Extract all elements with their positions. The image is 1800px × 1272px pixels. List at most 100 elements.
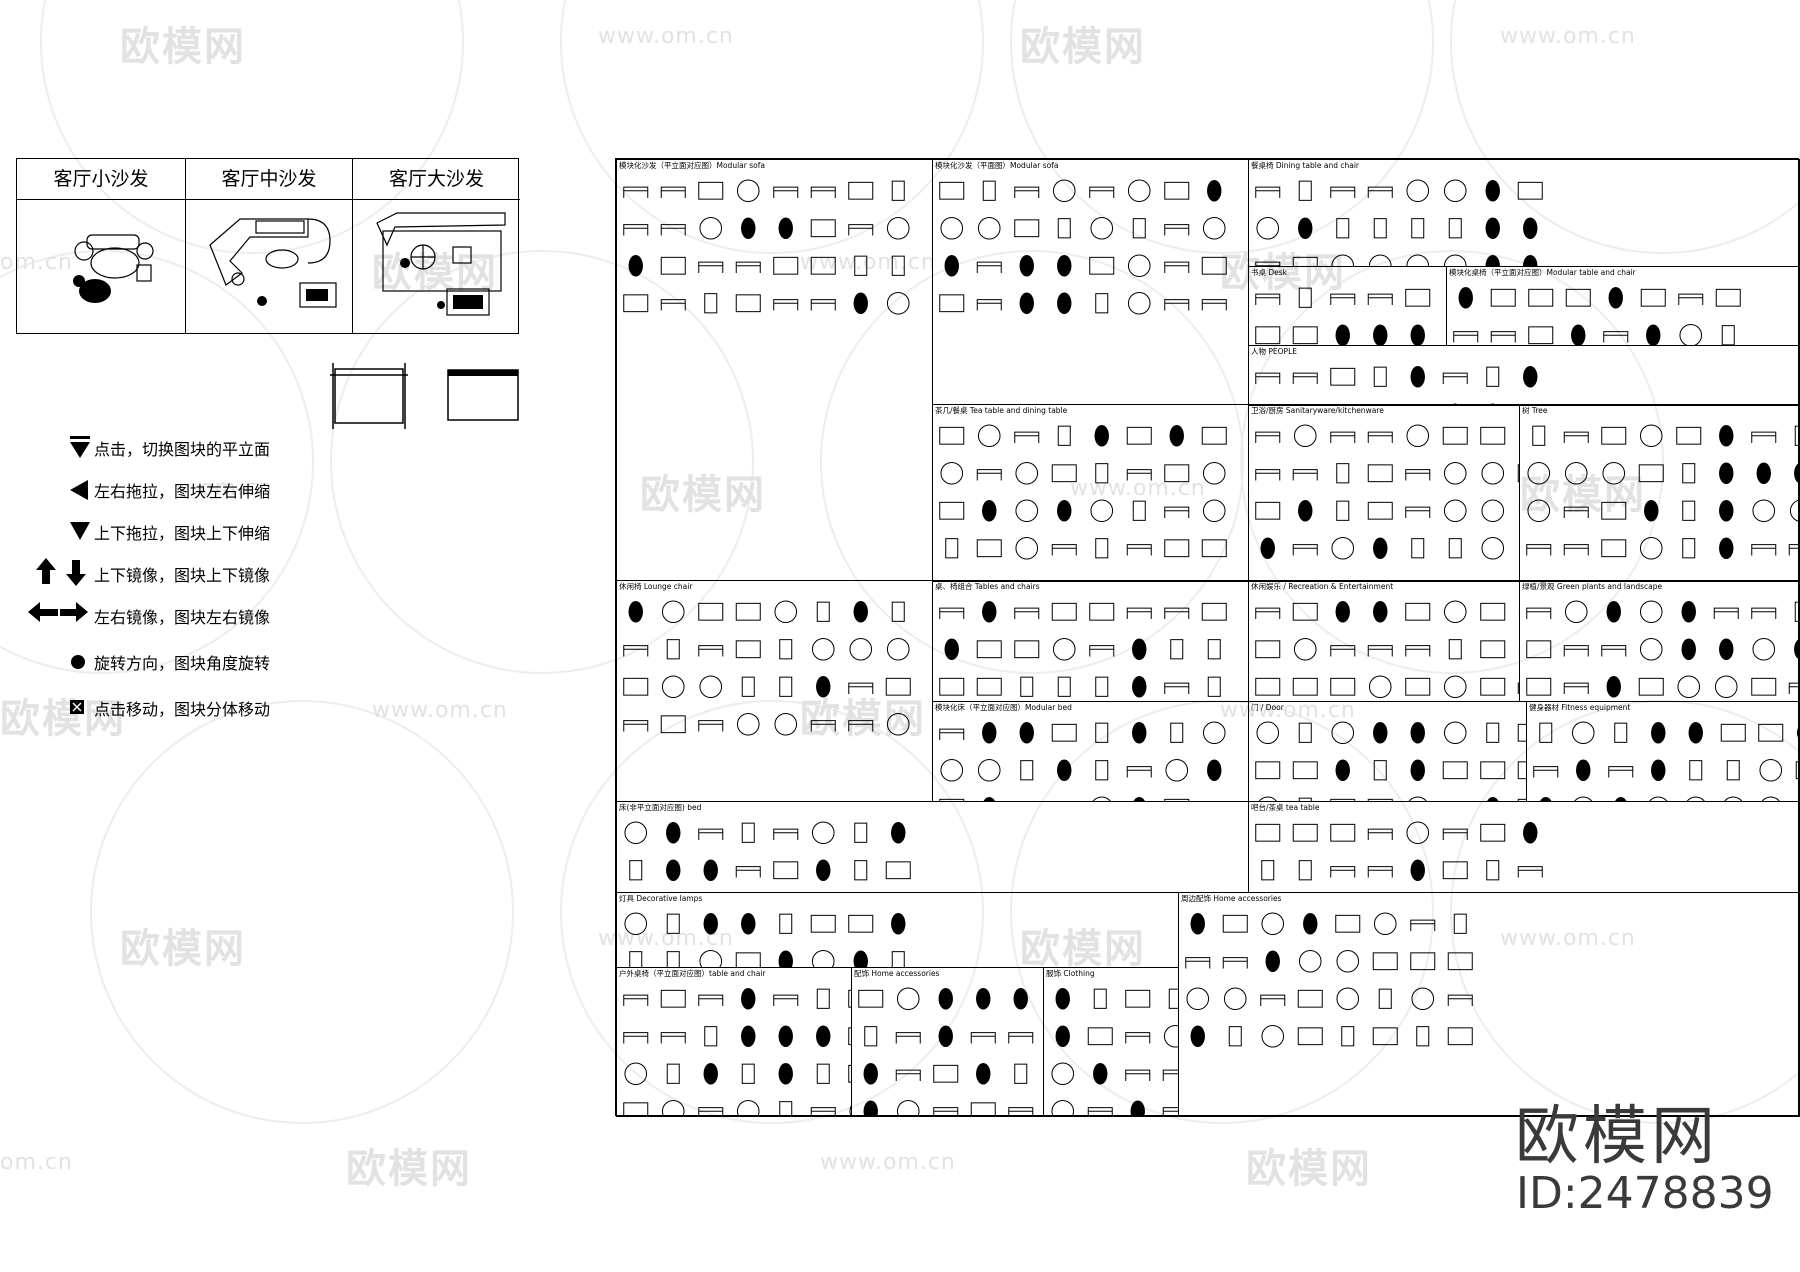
catalog-cell-modular-bed[interactable]: 模块化床（平立面对应图）Modular bed bbox=[932, 701, 1249, 802]
cad-block-glyph bbox=[1255, 677, 1281, 696]
cad-block-glyph bbox=[1201, 256, 1227, 275]
cad-block-glyph bbox=[1330, 798, 1356, 801]
cad-block-glyph bbox=[1564, 461, 1588, 485]
cad-block-glyph bbox=[1443, 179, 1467, 203]
catalog-cell-tree[interactable]: 树 Tree bbox=[1519, 404, 1800, 582]
cad-block-glyph bbox=[1052, 179, 1076, 203]
cad-block-glyph bbox=[1202, 499, 1226, 523]
catalog-cell-vehicles[interactable]: 周边配饰 Home accessories bbox=[1178, 892, 1800, 1117]
cad-block-glyph bbox=[810, 219, 836, 238]
cad-block-glyph bbox=[1095, 722, 1109, 743]
cad-block-glyph bbox=[1486, 722, 1500, 743]
cad-block-glyph bbox=[1751, 677, 1777, 696]
cad-block-glyph bbox=[666, 821, 681, 844]
catalog-cell-tables-chairs[interactable]: 桌、椅组合 Tables and chairs bbox=[932, 580, 1249, 702]
cad-block-glyph bbox=[1090, 499, 1114, 523]
cad-block-glyph bbox=[1201, 299, 1227, 311]
cad-block-glyph bbox=[1796, 726, 1799, 740]
cad-block-glyph bbox=[1298, 287, 1312, 308]
cad-block-glyph bbox=[1330, 866, 1356, 878]
sofa-option-small[interactable]: 客厅小沙发 bbox=[17, 159, 185, 333]
cad-block-glyph bbox=[1606, 600, 1621, 623]
cad-block-glyph bbox=[1260, 537, 1275, 560]
sofa-option-large[interactable]: 客厅大沙发 bbox=[352, 159, 520, 333]
catalog-cell-modular-sofa-plan[interactable]: 模块化沙发（平面图）Modular sofa bbox=[932, 159, 1249, 405]
cad-block-glyph bbox=[1095, 463, 1109, 484]
cad-block-glyph bbox=[944, 638, 959, 661]
catalog-cell-modular-table[interactable]: 模块化桌椅（平立面对应图）Modular table and chair bbox=[1446, 266, 1800, 346]
cad-block-glyph bbox=[1303, 912, 1318, 935]
cad-block-glyph bbox=[1526, 544, 1552, 556]
cad-block-glyph bbox=[741, 217, 756, 240]
cad-block-glyph bbox=[660, 186, 686, 198]
cad-block-glyph bbox=[1127, 254, 1151, 278]
cad-block-glyph bbox=[1795, 761, 1799, 780]
elevation-view-toggle-icon[interactable] bbox=[444, 366, 522, 426]
cad-block-glyph bbox=[1574, 796, 1593, 801]
cad-block-glyph bbox=[977, 216, 1001, 240]
catalog-cell-desk[interactable]: 书桌 Desk bbox=[1248, 266, 1447, 346]
sofa-option-label: 客厅小沙发 bbox=[17, 159, 185, 200]
cad-block-glyph bbox=[1651, 759, 1666, 782]
cad-block-glyph bbox=[1207, 639, 1221, 660]
catalog-cell-sanitaryware[interactable]: 卫浴/厨房 Sanitaryware/kitchenware bbox=[1248, 404, 1520, 582]
modular-bed-block-icons bbox=[939, 721, 1226, 801]
cad-block-glyph bbox=[1480, 602, 1506, 621]
cad-block-glyph bbox=[1057, 218, 1071, 239]
cad-block-glyph bbox=[741, 1063, 755, 1084]
cad-block-glyph bbox=[810, 299, 836, 311]
catalog-cell-tea-bar[interactable]: 吧台/茶桌 tea table bbox=[1248, 801, 1800, 893]
cad-block-glyph bbox=[810, 186, 836, 198]
cad-block-glyph bbox=[1372, 952, 1398, 971]
catalog-cell-bed[interactable]: 床(非平立面对应图) bed bbox=[616, 801, 1249, 893]
cad-block-glyph bbox=[1405, 288, 1431, 307]
catalog-cell-accessories[interactable]: 配饰 Home accessories bbox=[851, 967, 1044, 1117]
catalog-cell-dining-table[interactable]: 餐桌椅 Dining table and chair bbox=[1248, 159, 1800, 267]
cad-block-glyph bbox=[940, 216, 964, 240]
cad-block-glyph bbox=[886, 291, 910, 315]
catalog-cell-people[interactable]: 人物 PEOPLE bbox=[1248, 345, 1800, 406]
cad-block-glyph bbox=[1442, 861, 1468, 880]
legend-item: 旋转方向，图块角度旋转 bbox=[28, 646, 298, 676]
cad-block-glyph bbox=[1255, 823, 1281, 842]
plan-view-toggle-icon[interactable] bbox=[330, 363, 410, 431]
catalog-cell-door[interactable]: 门 / Door bbox=[1248, 701, 1527, 802]
cad-block-glyph bbox=[1014, 1063, 1028, 1084]
catalog-cell-clothing[interactable]: 服饰 Clothing bbox=[1043, 967, 1179, 1117]
catalog-cell-recreation[interactable]: 休闲娱乐 / Recreation & Entertainment bbox=[1248, 580, 1520, 702]
cad-block-glyph bbox=[1255, 607, 1281, 619]
triangle-down-icon bbox=[70, 522, 90, 540]
cell-label: 休闲娱乐 / Recreation & Entertainment bbox=[1251, 582, 1394, 591]
cad-block-glyph bbox=[982, 499, 997, 522]
cad-block-glyph bbox=[735, 866, 761, 878]
catalog-cell-lounge-chair[interactable]: 休闲椅 Lounge chair bbox=[616, 580, 933, 802]
cad-block-glyph bbox=[703, 912, 718, 935]
cad-block-glyph bbox=[735, 294, 761, 313]
cad-block-glyph bbox=[1015, 536, 1039, 560]
cad-block-glyph bbox=[736, 712, 760, 736]
catalog-cell-fitness[interactable]: 健身器材 Fitness equipment bbox=[1526, 701, 1800, 802]
catalog-cell-modular-sofa-elevation[interactable]: 模块化沙发（平立面对应图）Modular sofa bbox=[616, 159, 933, 581]
sofa-option-medium[interactable]: 客厅中沙发 bbox=[185, 159, 352, 333]
catalog-cell-outdoor[interactable]: 户外桌椅（平立面对应图）table and chair bbox=[616, 967, 852, 1117]
outdoor-block-icons bbox=[623, 987, 851, 1116]
cell-label: 健身器材 Fitness equipment bbox=[1529, 703, 1631, 712]
cad-block-glyph bbox=[1130, 1100, 1145, 1116]
cad-block-glyph bbox=[623, 645, 649, 657]
cad-block-glyph bbox=[848, 720, 874, 732]
cad-block-glyph bbox=[1720, 723, 1746, 742]
cad-block-glyph bbox=[1528, 326, 1554, 345]
cad-block-glyph bbox=[853, 600, 868, 623]
cad-block-glyph bbox=[1201, 539, 1227, 558]
cad-block-glyph bbox=[1686, 796, 1705, 801]
cad-block-glyph bbox=[1298, 797, 1312, 801]
cad-block-glyph bbox=[1373, 366, 1387, 387]
cad-block-glyph bbox=[938, 1025, 953, 1048]
catalog-cell-green-plants[interactable]: 绿植/景观 Green plants and landscape bbox=[1519, 580, 1800, 702]
cad-block-glyph bbox=[1292, 602, 1318, 621]
cad-block-glyph bbox=[1256, 216, 1280, 240]
catalog-cell-tea-table[interactable]: 茶几/餐桌 Tea table and dining table bbox=[932, 404, 1249, 582]
catalog-cell-lamps[interactable]: 灯具 Decorative lamps bbox=[616, 892, 1179, 968]
cad-block-glyph bbox=[666, 859, 681, 882]
cell-label: 服饰 Clothing bbox=[1046, 969, 1095, 978]
